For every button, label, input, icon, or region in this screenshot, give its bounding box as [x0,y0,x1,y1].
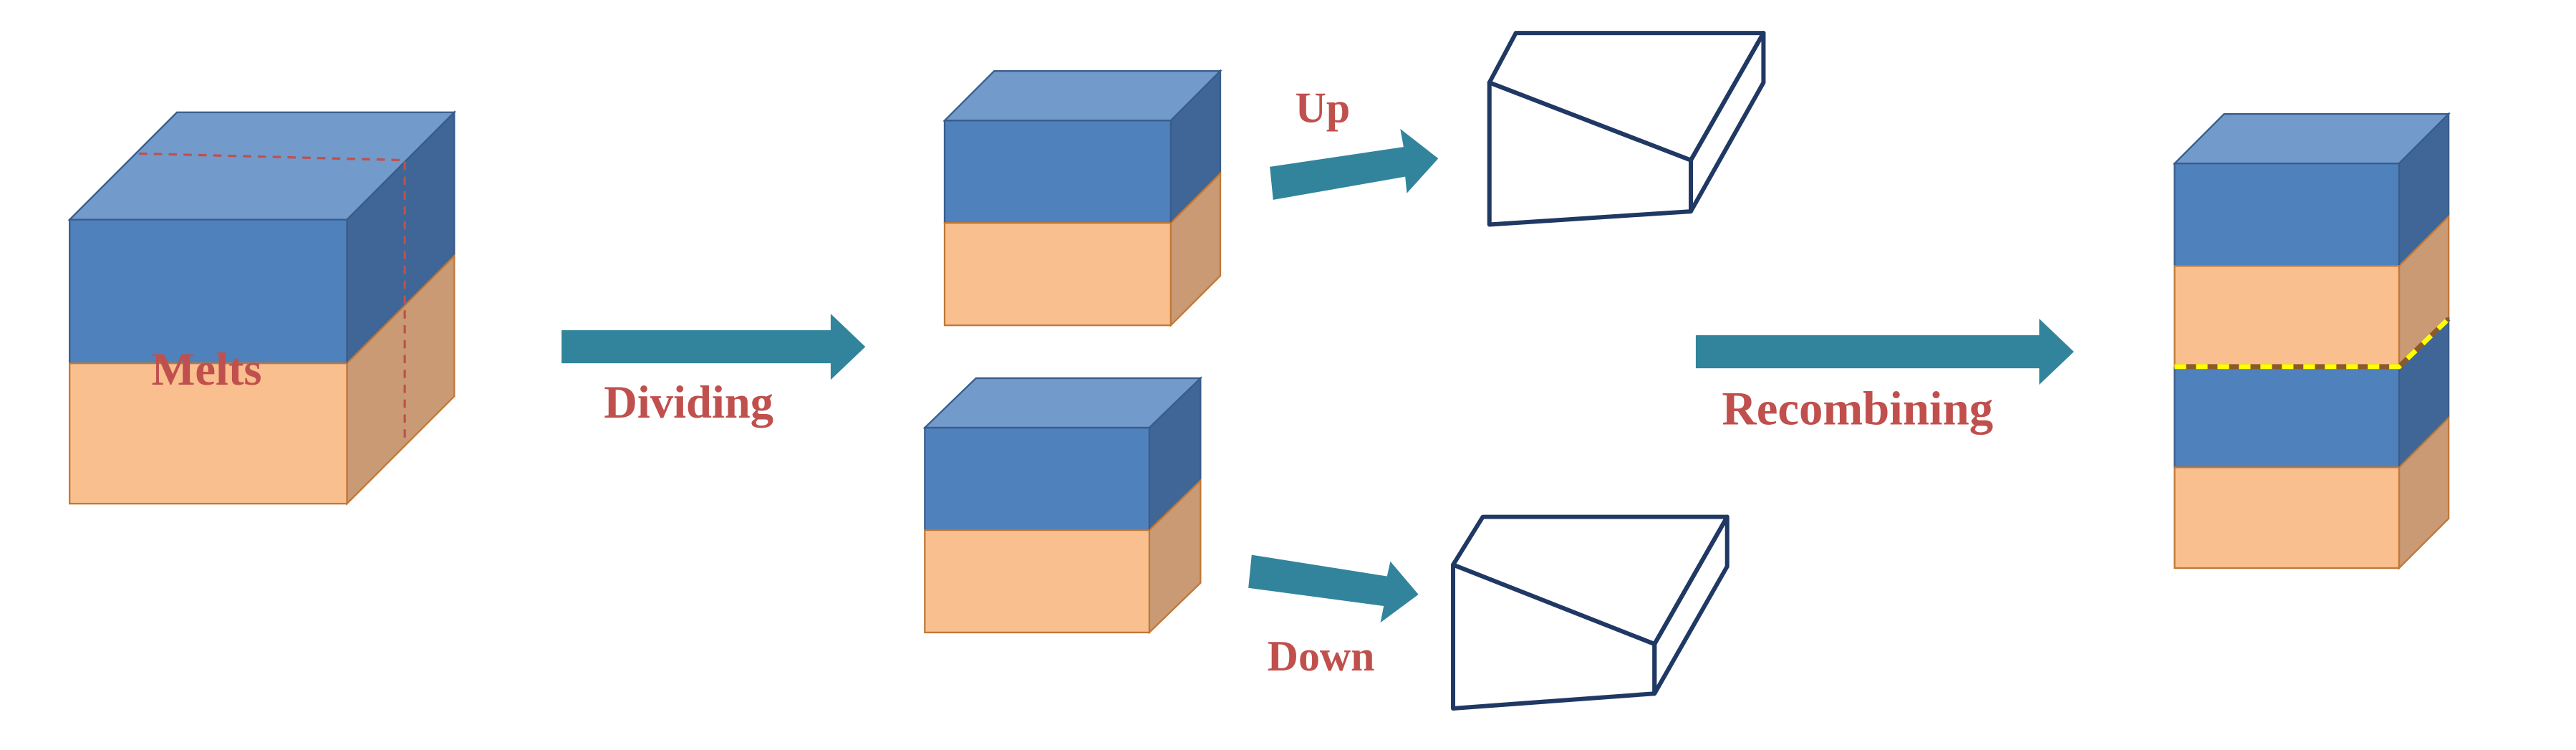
lower-wedge-side [1652,514,1730,696]
dividing-label: Dividing [604,376,773,428]
recombined-block [2172,112,2451,570]
lower-half-cube [922,376,1203,635]
melts-cube-cut-line [138,152,406,438]
upper-wedge-shape [1487,31,1766,227]
lower-wedge-shape [1451,514,1730,711]
upper-half-cube [942,69,1222,327]
up-arrow: Up [1270,85,1439,200]
lower-half-cube-front-orange [924,529,1151,634]
lower-wedge-front [1451,562,1657,711]
dividing-arrow: Dividing [561,314,866,428]
recombined-block-front-blue-1 [2174,163,2401,267]
upper-wedge-top [1487,31,1766,163]
lower-wedge-top [1451,514,1730,647]
up-label: Up [1296,85,1351,132]
lower-half-cube-front-blue [924,426,1151,532]
down-arrow: Down [1248,554,1419,680]
melts-label: Melts [151,343,261,395]
recombined-block-front-orange-1 [2174,265,2401,370]
recombined-seam-line [2174,317,2451,370]
upper-wedge-side [1688,31,1766,214]
up-arrow-shape [1270,128,1439,200]
recombining-arrow: Recombining [1695,318,2074,435]
down-label: Down [1268,633,1375,680]
recombined-block-front-blue-2 [2174,367,2401,468]
recombining-arrow-shape [1695,318,2074,385]
melts-cube-front-blue [69,218,348,365]
down-arrow-shape [1248,554,1419,623]
upper-wedge-front [1487,80,1693,227]
recombining-label: Recombining [1722,382,1993,435]
melts-cube-front-orange [69,362,348,505]
dividing-arrow-shape [561,314,866,380]
upper-half-cube-front-blue [943,120,1172,224]
upper-half-cube-front-orange [943,222,1172,327]
recombined-block-front-orange-2 [2174,466,2401,569]
melts-cube: Melts [67,110,457,506]
